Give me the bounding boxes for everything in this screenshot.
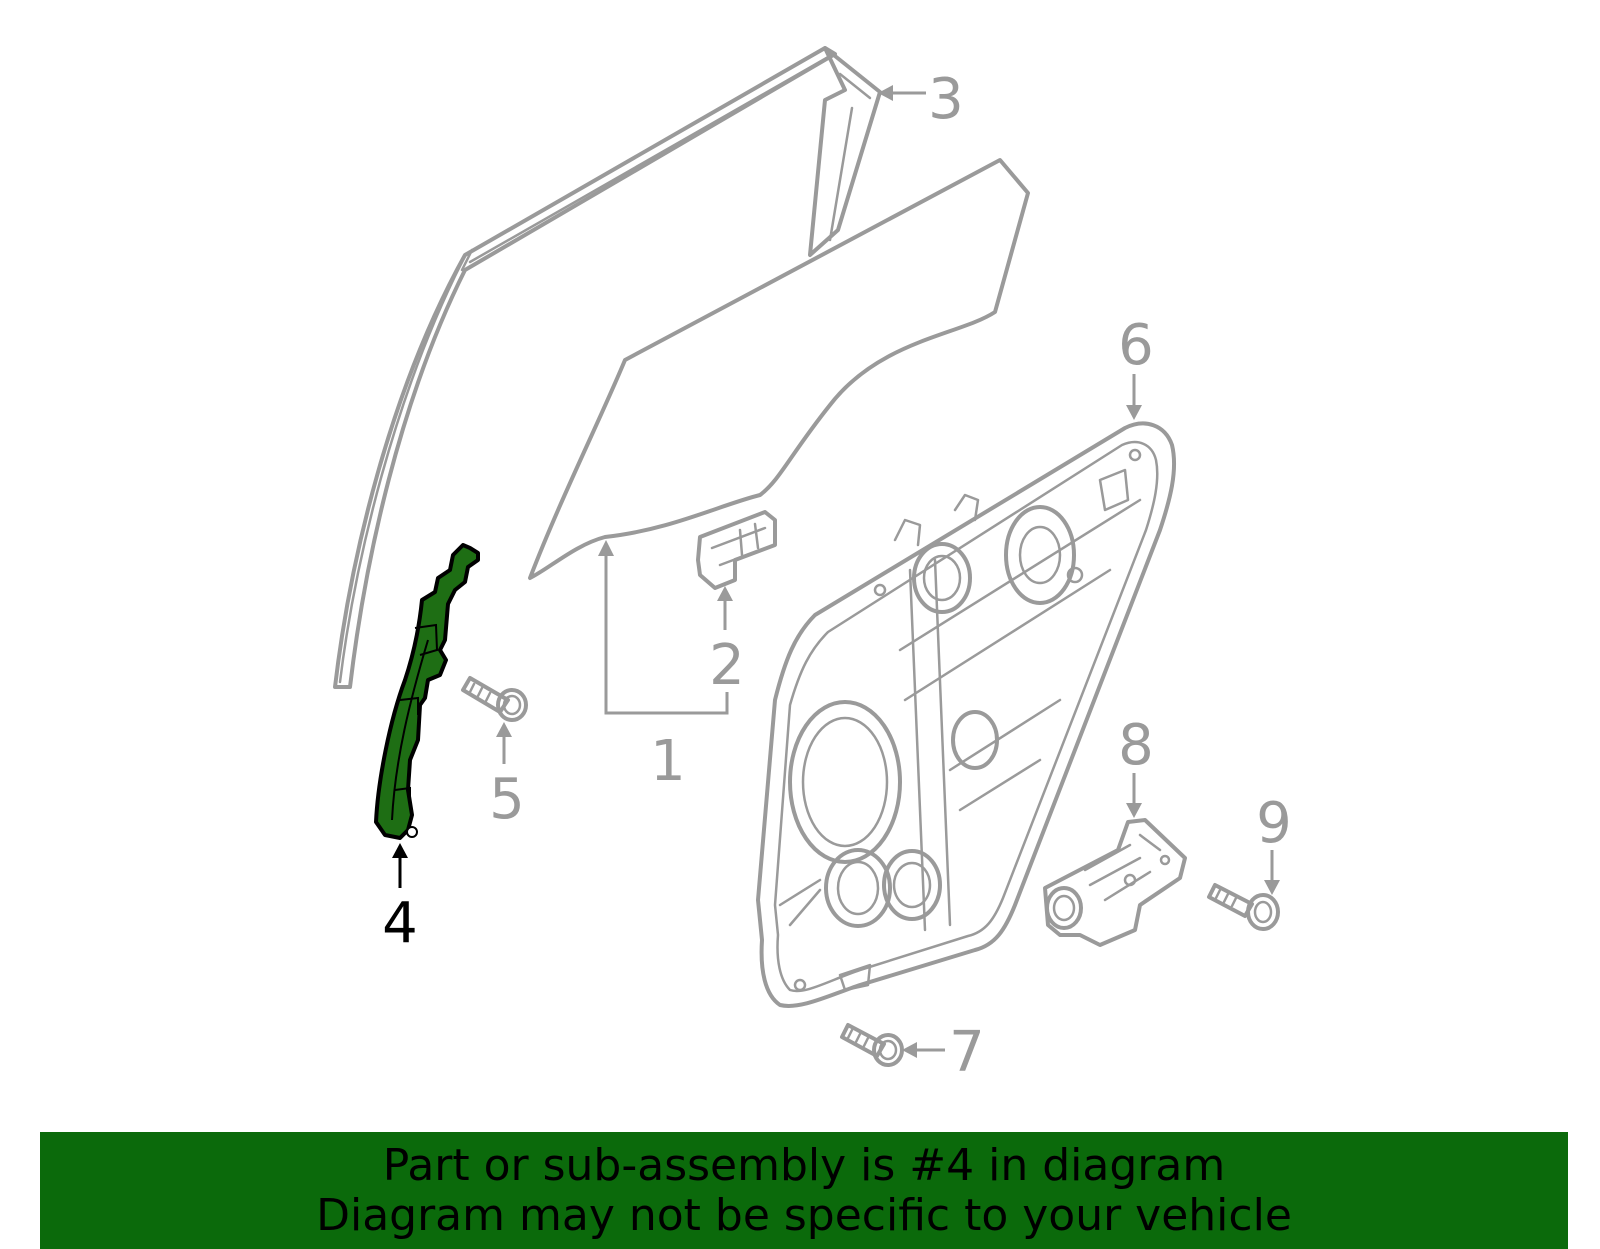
part-7-bolt	[840, 1023, 904, 1067]
part-6-door-module	[756, 421, 1177, 1008]
callout-6: 6	[1118, 313, 1154, 378]
banner-line-disclaimer: Diagram may not be specific to your vehi…	[316, 1189, 1292, 1241]
leader-5	[496, 722, 512, 764]
leader-1	[598, 540, 729, 715]
part-8-regulator-motor	[1043, 818, 1187, 947]
leader-6	[1126, 374, 1142, 420]
leader-7	[902, 1042, 945, 1058]
leader-2	[717, 586, 733, 630]
callout-3: 3	[928, 67, 964, 132]
callout-1: 1	[650, 729, 686, 794]
leader-9	[1264, 850, 1280, 895]
part-4-regulator-rail	[374, 543, 480, 840]
callout-2: 2	[709, 633, 745, 698]
part-1-door-glass	[528, 158, 1030, 580]
callout-8: 8	[1118, 713, 1154, 778]
callout-9: 9	[1256, 791, 1292, 856]
leader-4	[392, 843, 408, 888]
leader-3	[878, 85, 926, 101]
callout-7: 7	[949, 1020, 985, 1085]
part-9-bolt	[1207, 883, 1280, 931]
callout-5: 5	[489, 767, 525, 832]
callout-4: 4	[382, 891, 418, 956]
part-5-bolt	[461, 676, 528, 722]
part-2-glass-bracket	[696, 510, 777, 590]
leader-8	[1126, 773, 1142, 818]
info-banner: Part or sub-assembly is #4 in diagram Di…	[40, 1132, 1568, 1249]
banner-line-part-number: Part or sub-assembly is #4 in diagram	[382, 1139, 1226, 1191]
